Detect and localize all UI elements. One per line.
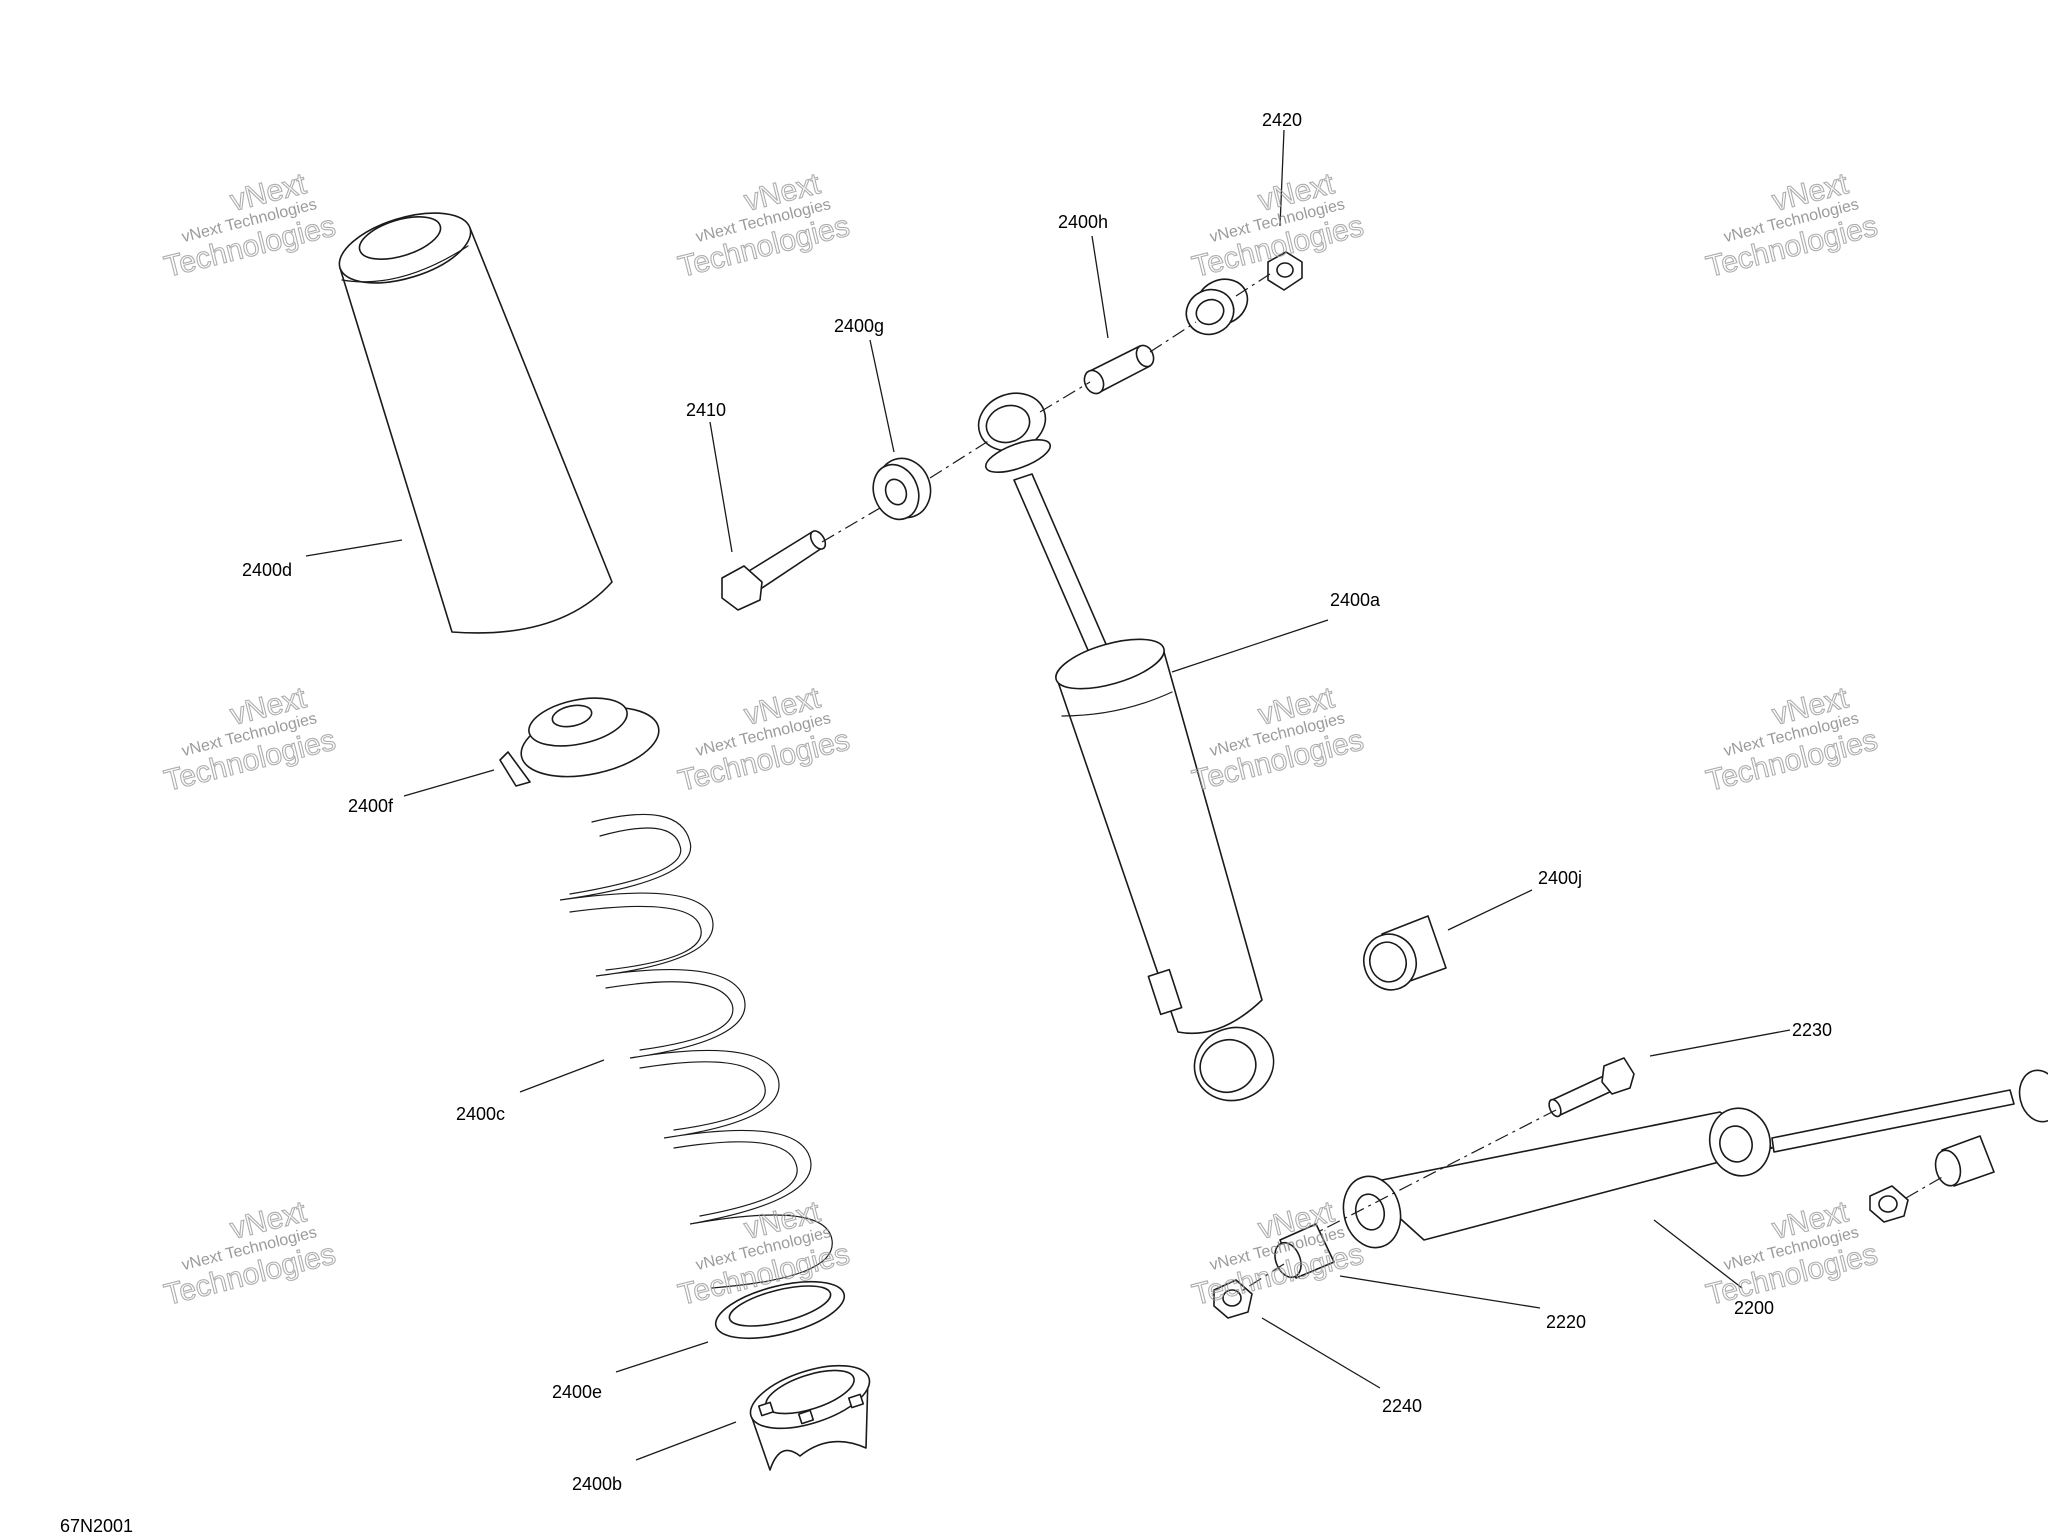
figure-reference-code: 67N2001 [60,1516,133,1536]
part-2230-bolt [1548,1057,1635,1118]
callout-2400f: 2400f [348,796,394,816]
callout-2400e: 2400e [552,1382,602,1402]
callout-2230: 2230 [1792,1020,1832,1040]
watermark-tile-1: vNext vNext Technologies Technologies [160,167,339,285]
assembly-axis-lines [821,273,1945,1293]
watermark-tile-11: vNext vNext Technologies Technologies [1188,1195,1367,1313]
part-2400b-adjuster-nut [749,1364,871,1471]
part-2400j-bushing [1363,915,1447,991]
part-2240-nut [1213,1279,1253,1319]
part-2400f-retainer [499,697,660,787]
watermark-tile-6: vNext vNext Technologies Technologies [674,681,853,799]
watermark-tile-7: vNext vNext Technologies Technologies [1188,681,1367,799]
watermark-tile-9: vNext vNext Technologies Technologies [160,1195,339,1313]
callout-leaders [305,129,1791,1461]
callout-2240: 2240 [1382,1396,1422,1416]
part-2420-nut [1267,251,1303,291]
part-2400g-bushing [872,457,932,521]
callout-2400g: 2400g [834,316,884,336]
part-2400e-spring-seat [714,1280,846,1340]
part-2400d-boot [338,212,613,634]
part-2400c-coil-spring [559,813,833,1289]
callout-2400d: 2400d [242,560,292,580]
watermark-tile-12: vNext vNext Technologies Technologies [1702,1195,1881,1313]
callout-2200: 2200 [1734,1298,1774,1318]
part-damper-nut-right [1869,1185,1909,1223]
callout-2400a: 2400a [1330,590,1381,610]
part-2200-steering-damper [1342,1069,2048,1249]
callout-2420: 2420 [1262,110,1302,130]
callout-2400h: 2400h [1058,212,1108,232]
watermark-tile-5: vNext vNext Technologies Technologies [160,681,339,799]
callout-2400b: 2400b [572,1474,622,1494]
watermark-tile-2: vNext vNext Technologies Technologies [674,167,853,285]
part-2410-bolt [721,530,827,611]
watermark-tile-4: vNext vNext Technologies Technologies [1702,167,1881,285]
callout-2400j: 2400j [1538,868,1582,888]
callout-2400c: 2400c [456,1104,505,1124]
part-2420-flanged-bushing [1185,278,1249,336]
part-2220-spacer [1274,1223,1335,1279]
part-2400h-spacer [1083,344,1155,395]
watermark-tile-8: vNext vNext Technologies Technologies [1702,681,1881,799]
part-2400a-shock-absorber [977,392,1275,1102]
callout-2220: 2220 [1546,1312,1586,1332]
callout-labels: 2420 2400h 2400g 2410 2400d 2400a 2400f … [242,110,1832,1494]
callout-2410: 2410 [686,400,726,420]
